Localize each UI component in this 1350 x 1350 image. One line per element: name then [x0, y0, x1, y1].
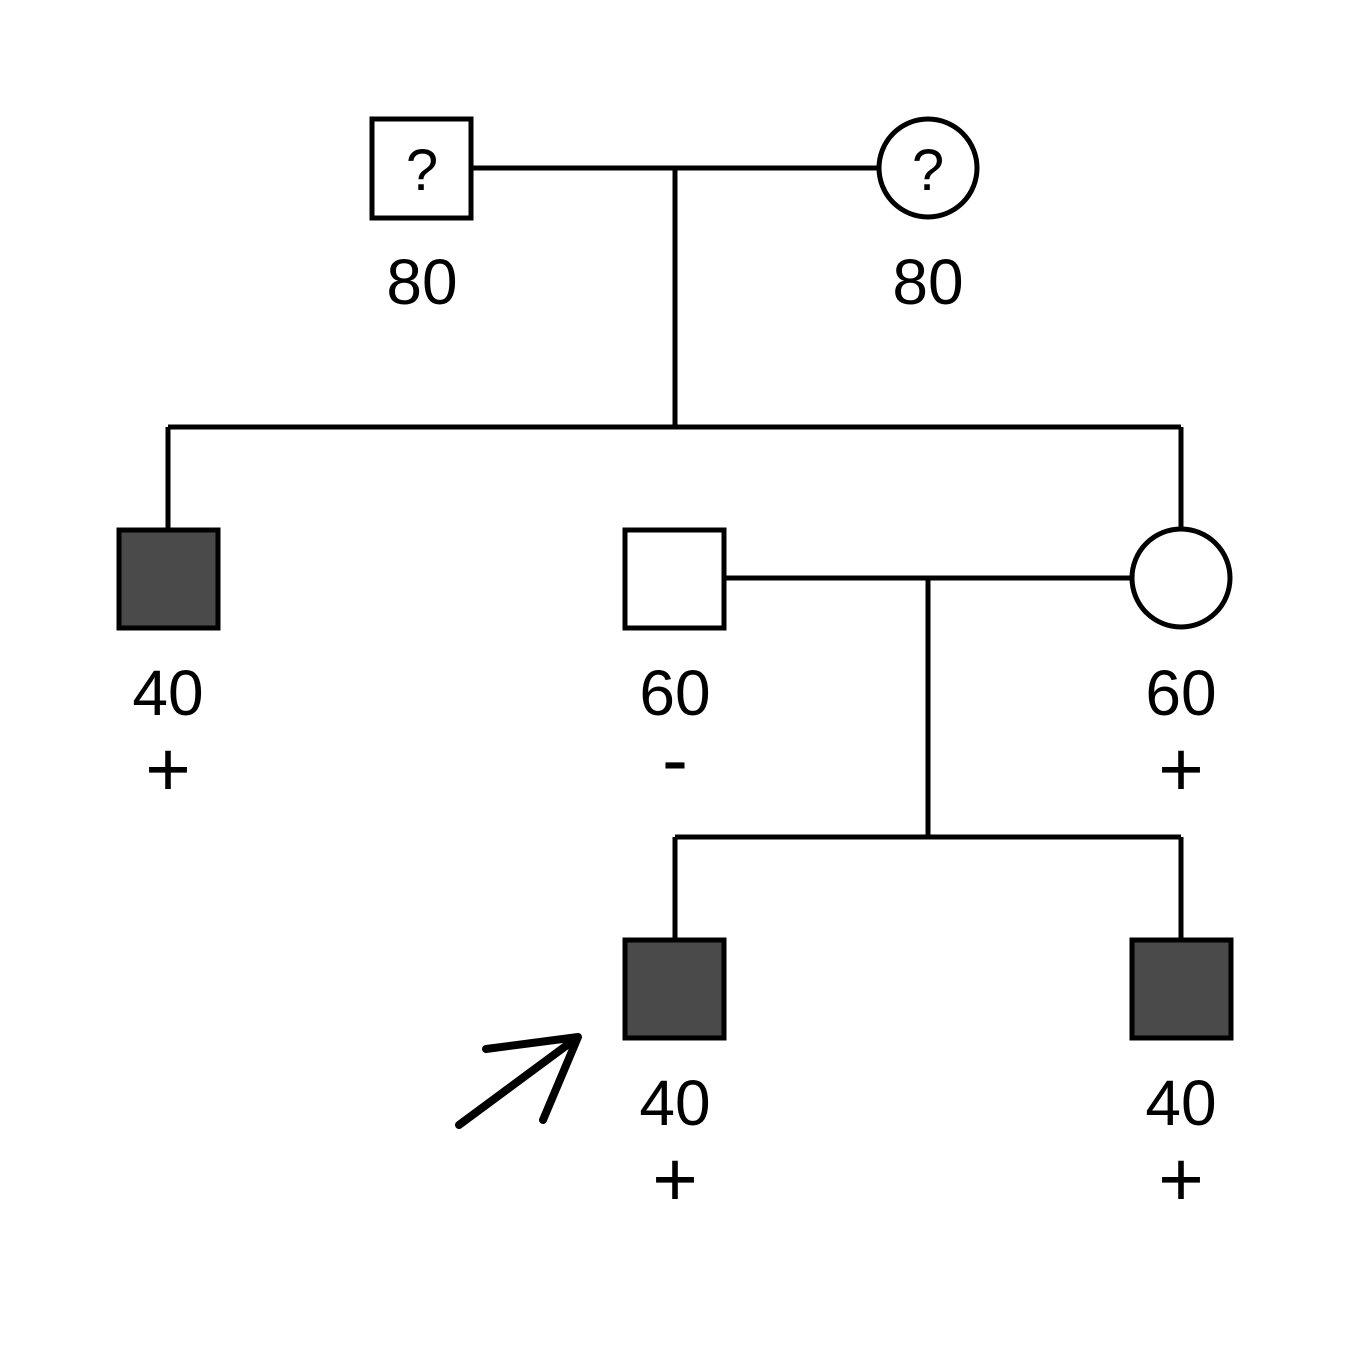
- female-symbol: [876, 116, 980, 220]
- individual-gen2-affected-son: 40 +: [116, 527, 221, 813]
- age-label: 40: [132, 657, 203, 729]
- male-symbol: [116, 527, 221, 631]
- age-label: 60: [639, 657, 710, 729]
- individual-gen2-daughter: 60 +: [1129, 526, 1233, 813]
- male-symbol: [369, 116, 474, 221]
- test-result-label: +: [1158, 725, 1204, 813]
- individual-gen2-spouse: 60 -: [622, 527, 727, 803]
- unknown-status-mark: ?: [912, 138, 944, 203]
- age-label: 40: [1145, 1067, 1216, 1139]
- age-label: 40: [639, 1067, 710, 1139]
- individual-gen1-female: ? 80: [876, 116, 980, 318]
- test-result-label: +: [652, 1135, 698, 1223]
- individual-gen1-male: ? 80: [369, 116, 474, 318]
- male-symbol: [1129, 937, 1234, 1041]
- proband-arrow-icon: [455, 1033, 582, 1129]
- female-symbol: [1129, 526, 1233, 630]
- age-label: 80: [892, 246, 963, 318]
- test-result-label: +: [145, 725, 191, 813]
- pedigree-connectors: [165, 165, 1184, 940]
- test-result-label: -: [662, 715, 688, 803]
- test-result-label: +: [1158, 1135, 1204, 1223]
- individual-gen3-proband: 40 +: [622, 937, 727, 1223]
- age-label: 80: [386, 246, 457, 318]
- male-symbol: [622, 527, 727, 631]
- age-label: 60: [1145, 657, 1216, 729]
- individual-gen3-brother: 40 +: [1129, 937, 1234, 1223]
- male-symbol: [622, 937, 727, 1041]
- unknown-status-mark: ?: [406, 138, 438, 203]
